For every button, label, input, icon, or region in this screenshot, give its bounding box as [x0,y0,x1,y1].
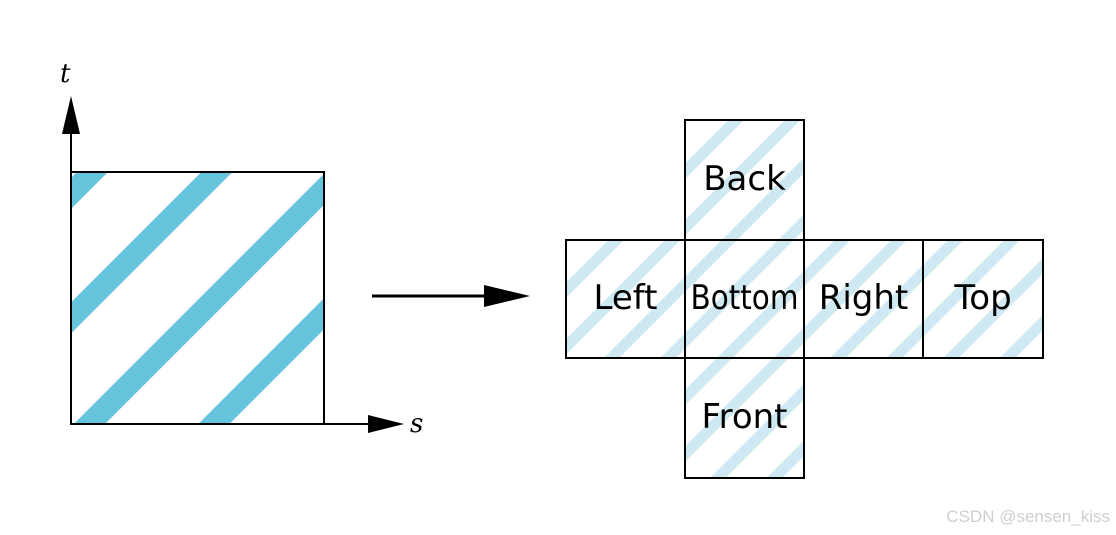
cube-map-net: Back Left Bottom Right Top Front [565,119,1044,479]
t-axis-label: t [60,59,71,89]
t-axis-arrowhead [62,96,80,134]
texture-square [70,171,325,425]
face-bottom-label: Bottom [691,278,799,318]
face-front-label: Front [702,397,788,437]
face-front [684,357,805,479]
watermark: CSDN @sensen_kiss [946,507,1110,526]
face-right [803,239,924,359]
face-back-label: Back [703,159,786,199]
s-axis-arrowhead [368,415,404,433]
face-top [922,239,1044,359]
face-right-label: Right [819,278,909,318]
face-top-label: Top [953,278,1011,318]
mapping-arrow [372,285,530,307]
s-axis-label: s [410,409,423,439]
face-left-label: Left [594,278,658,318]
mapping-arrow-head [484,285,530,307]
texture-square-group: t s [60,59,423,439]
face-bottom [684,239,805,359]
face-left [565,239,686,359]
face-back [684,119,805,241]
